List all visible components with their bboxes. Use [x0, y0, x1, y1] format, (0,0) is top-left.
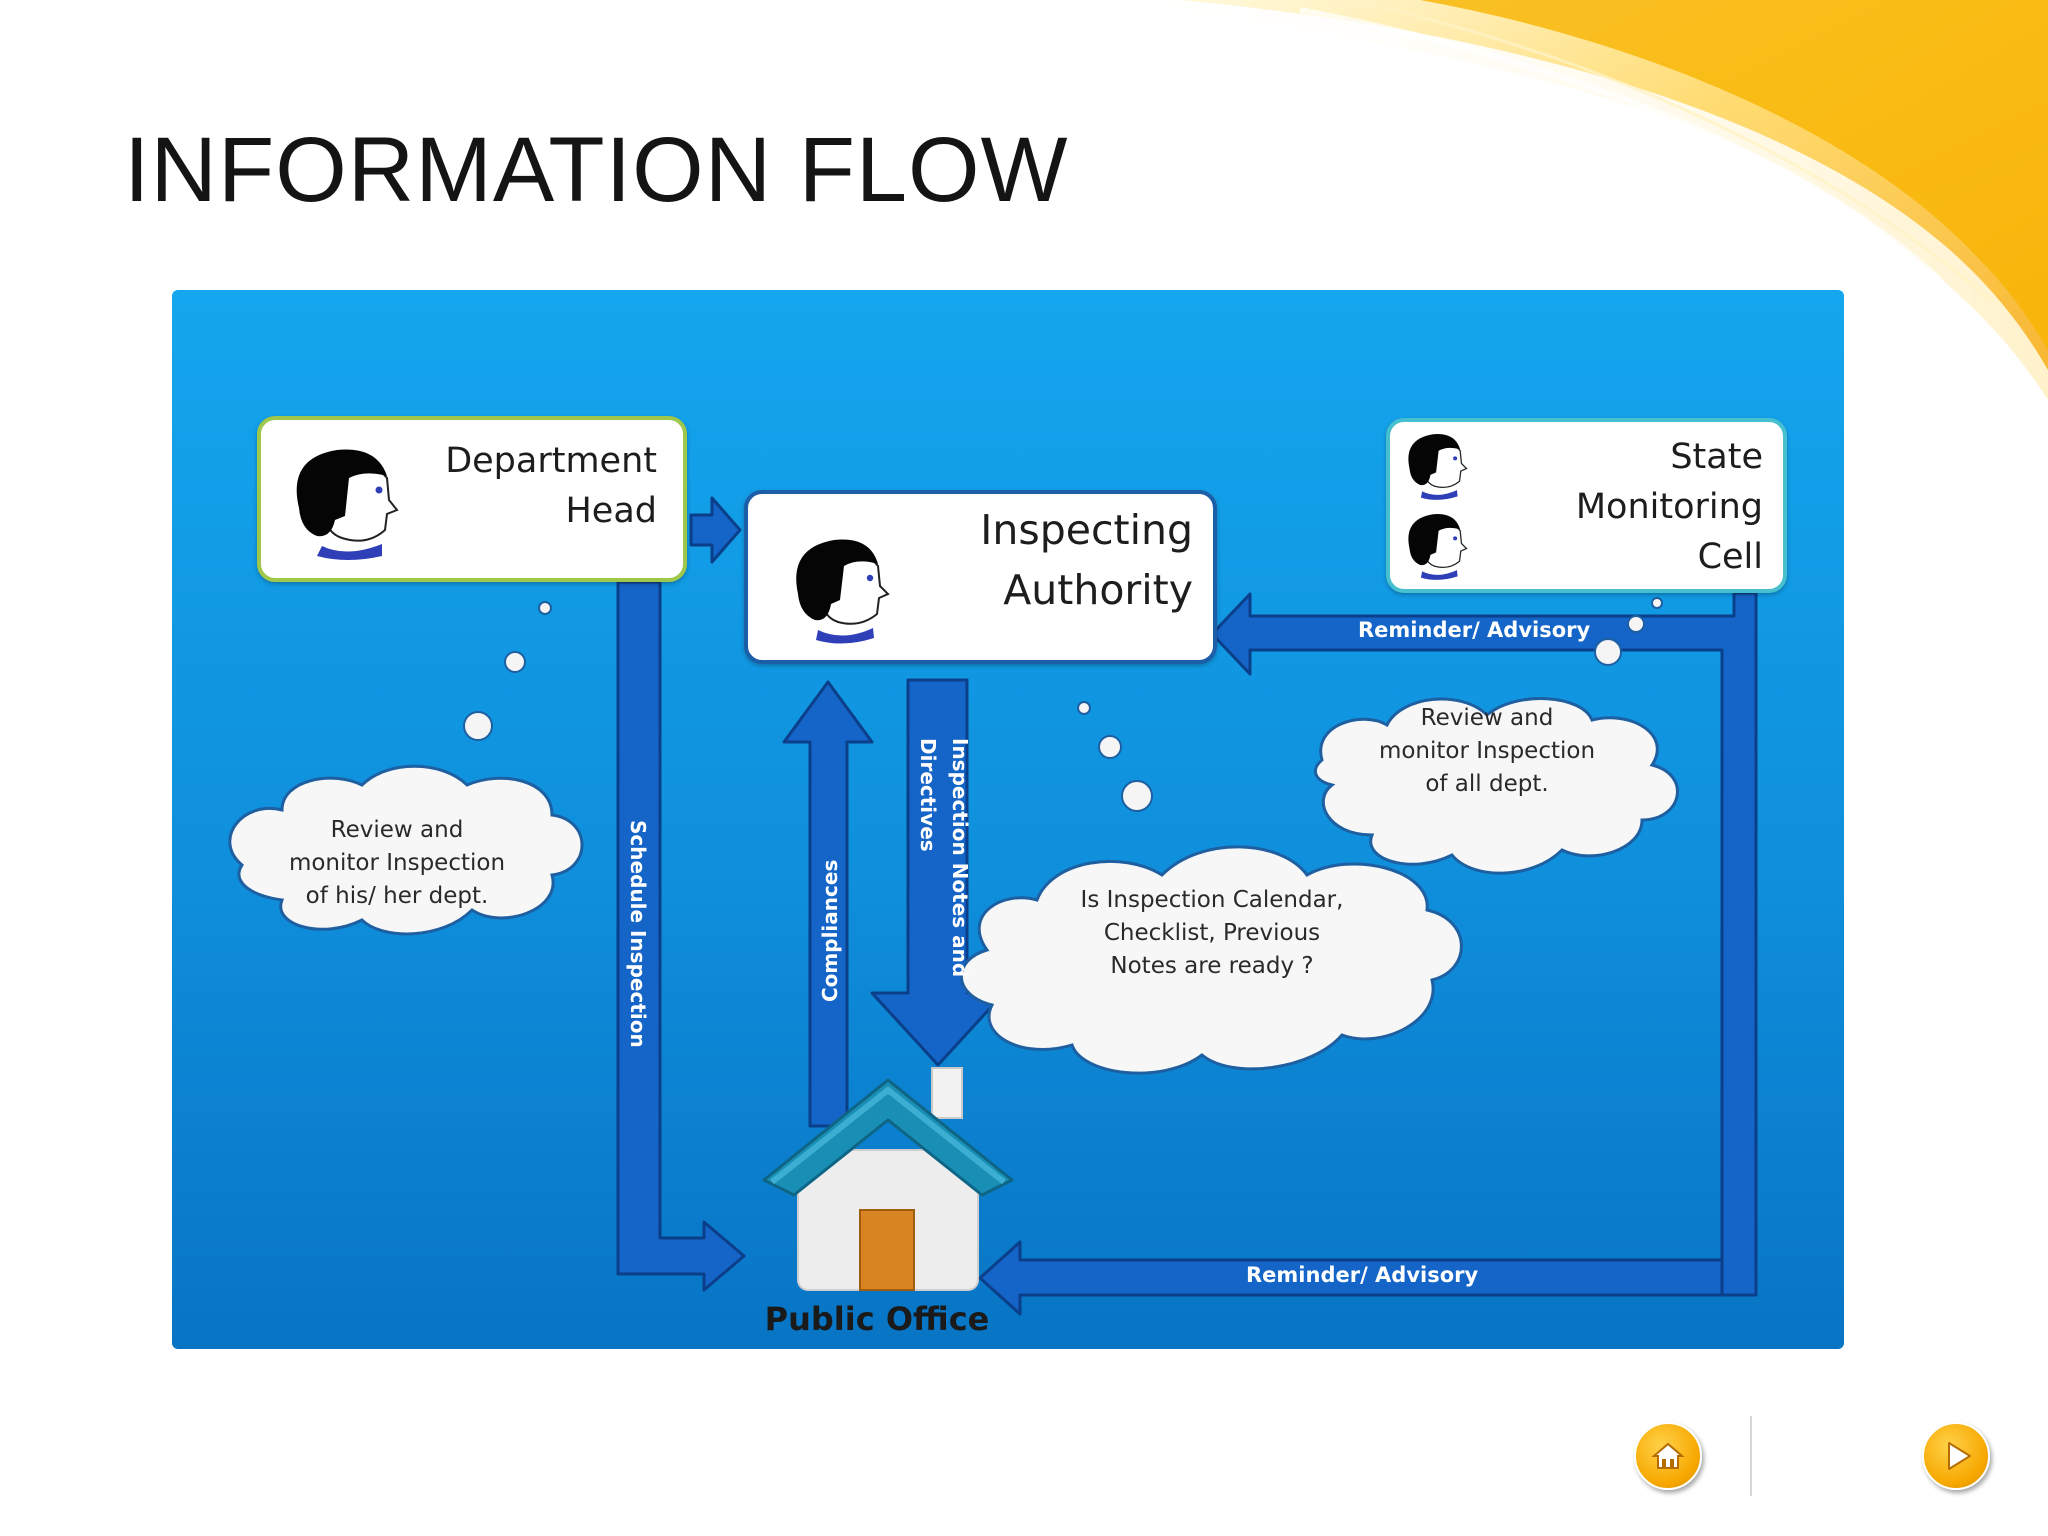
reminder-bottom-label: Reminder/ Advisory [1246, 1263, 1479, 1287]
reminder-top-arrow [1210, 591, 1758, 1297]
department-head-label: Department Head [445, 441, 657, 531]
department-head-node: Department Head [257, 416, 687, 582]
cloud-department [228, 764, 584, 936]
reminder-bottom-arrow [978, 1240, 1724, 1316]
cloud-state [1313, 697, 1679, 875]
state-monitoring-cell-label: State Monitoring Cell [1575, 437, 1763, 577]
schedule-inspection-arrow [616, 580, 746, 1292]
nav-divider [1750, 1416, 1752, 1496]
next-slide-button[interactable] [1922, 1422, 1990, 1490]
inspection-notes-line2: Directives [916, 738, 940, 852]
dept-to-authority-arrow [689, 496, 742, 564]
home-button[interactable] [1634, 1422, 1702, 1490]
inspection-notes-arrow [870, 678, 1006, 1067]
person-icon [1408, 514, 1468, 580]
public-office-label: Public Office [764, 1300, 990, 1338]
cloud-inspection-ready-text: Is Inspection Calendar, Checklist, Previ… [1080, 887, 1344, 979]
compliances-label: Compliances [818, 859, 842, 1002]
public-office-house [762, 1067, 1014, 1291]
page-title: INFORMATION FLOW [124, 119, 1069, 221]
cloud-state-text: Review and monitor Inspection of all dep… [1378, 705, 1596, 797]
schedule-inspection-label: Schedule Inspection [626, 820, 650, 1048]
play-icon [1948, 1442, 1971, 1470]
cloud-department-text: Review and monitor Inspection of his/ he… [288, 817, 506, 909]
information-flow-diagram: Department Head Inspecting Authority Sta… [172, 290, 1844, 1349]
inspection-notes-line1: Inspection Notes and [948, 738, 972, 978]
compliances-arrow [782, 680, 874, 1128]
reminder-top-label: Reminder/ Advisory [1358, 618, 1591, 642]
person-icon [1408, 434, 1468, 500]
person-icon [296, 449, 399, 560]
cloud-inspection-ready [959, 845, 1463, 1075]
flow-arrows [228, 496, 1758, 1316]
inspecting-authority-node: Inspecting Authority [744, 490, 1217, 664]
person-icon [796, 539, 890, 644]
inspecting-authority-label: Inspecting Authority [980, 506, 1193, 614]
home-icon [1651, 1442, 1685, 1469]
state-monitoring-cell-node: State Monitoring Cell [1386, 418, 1787, 593]
